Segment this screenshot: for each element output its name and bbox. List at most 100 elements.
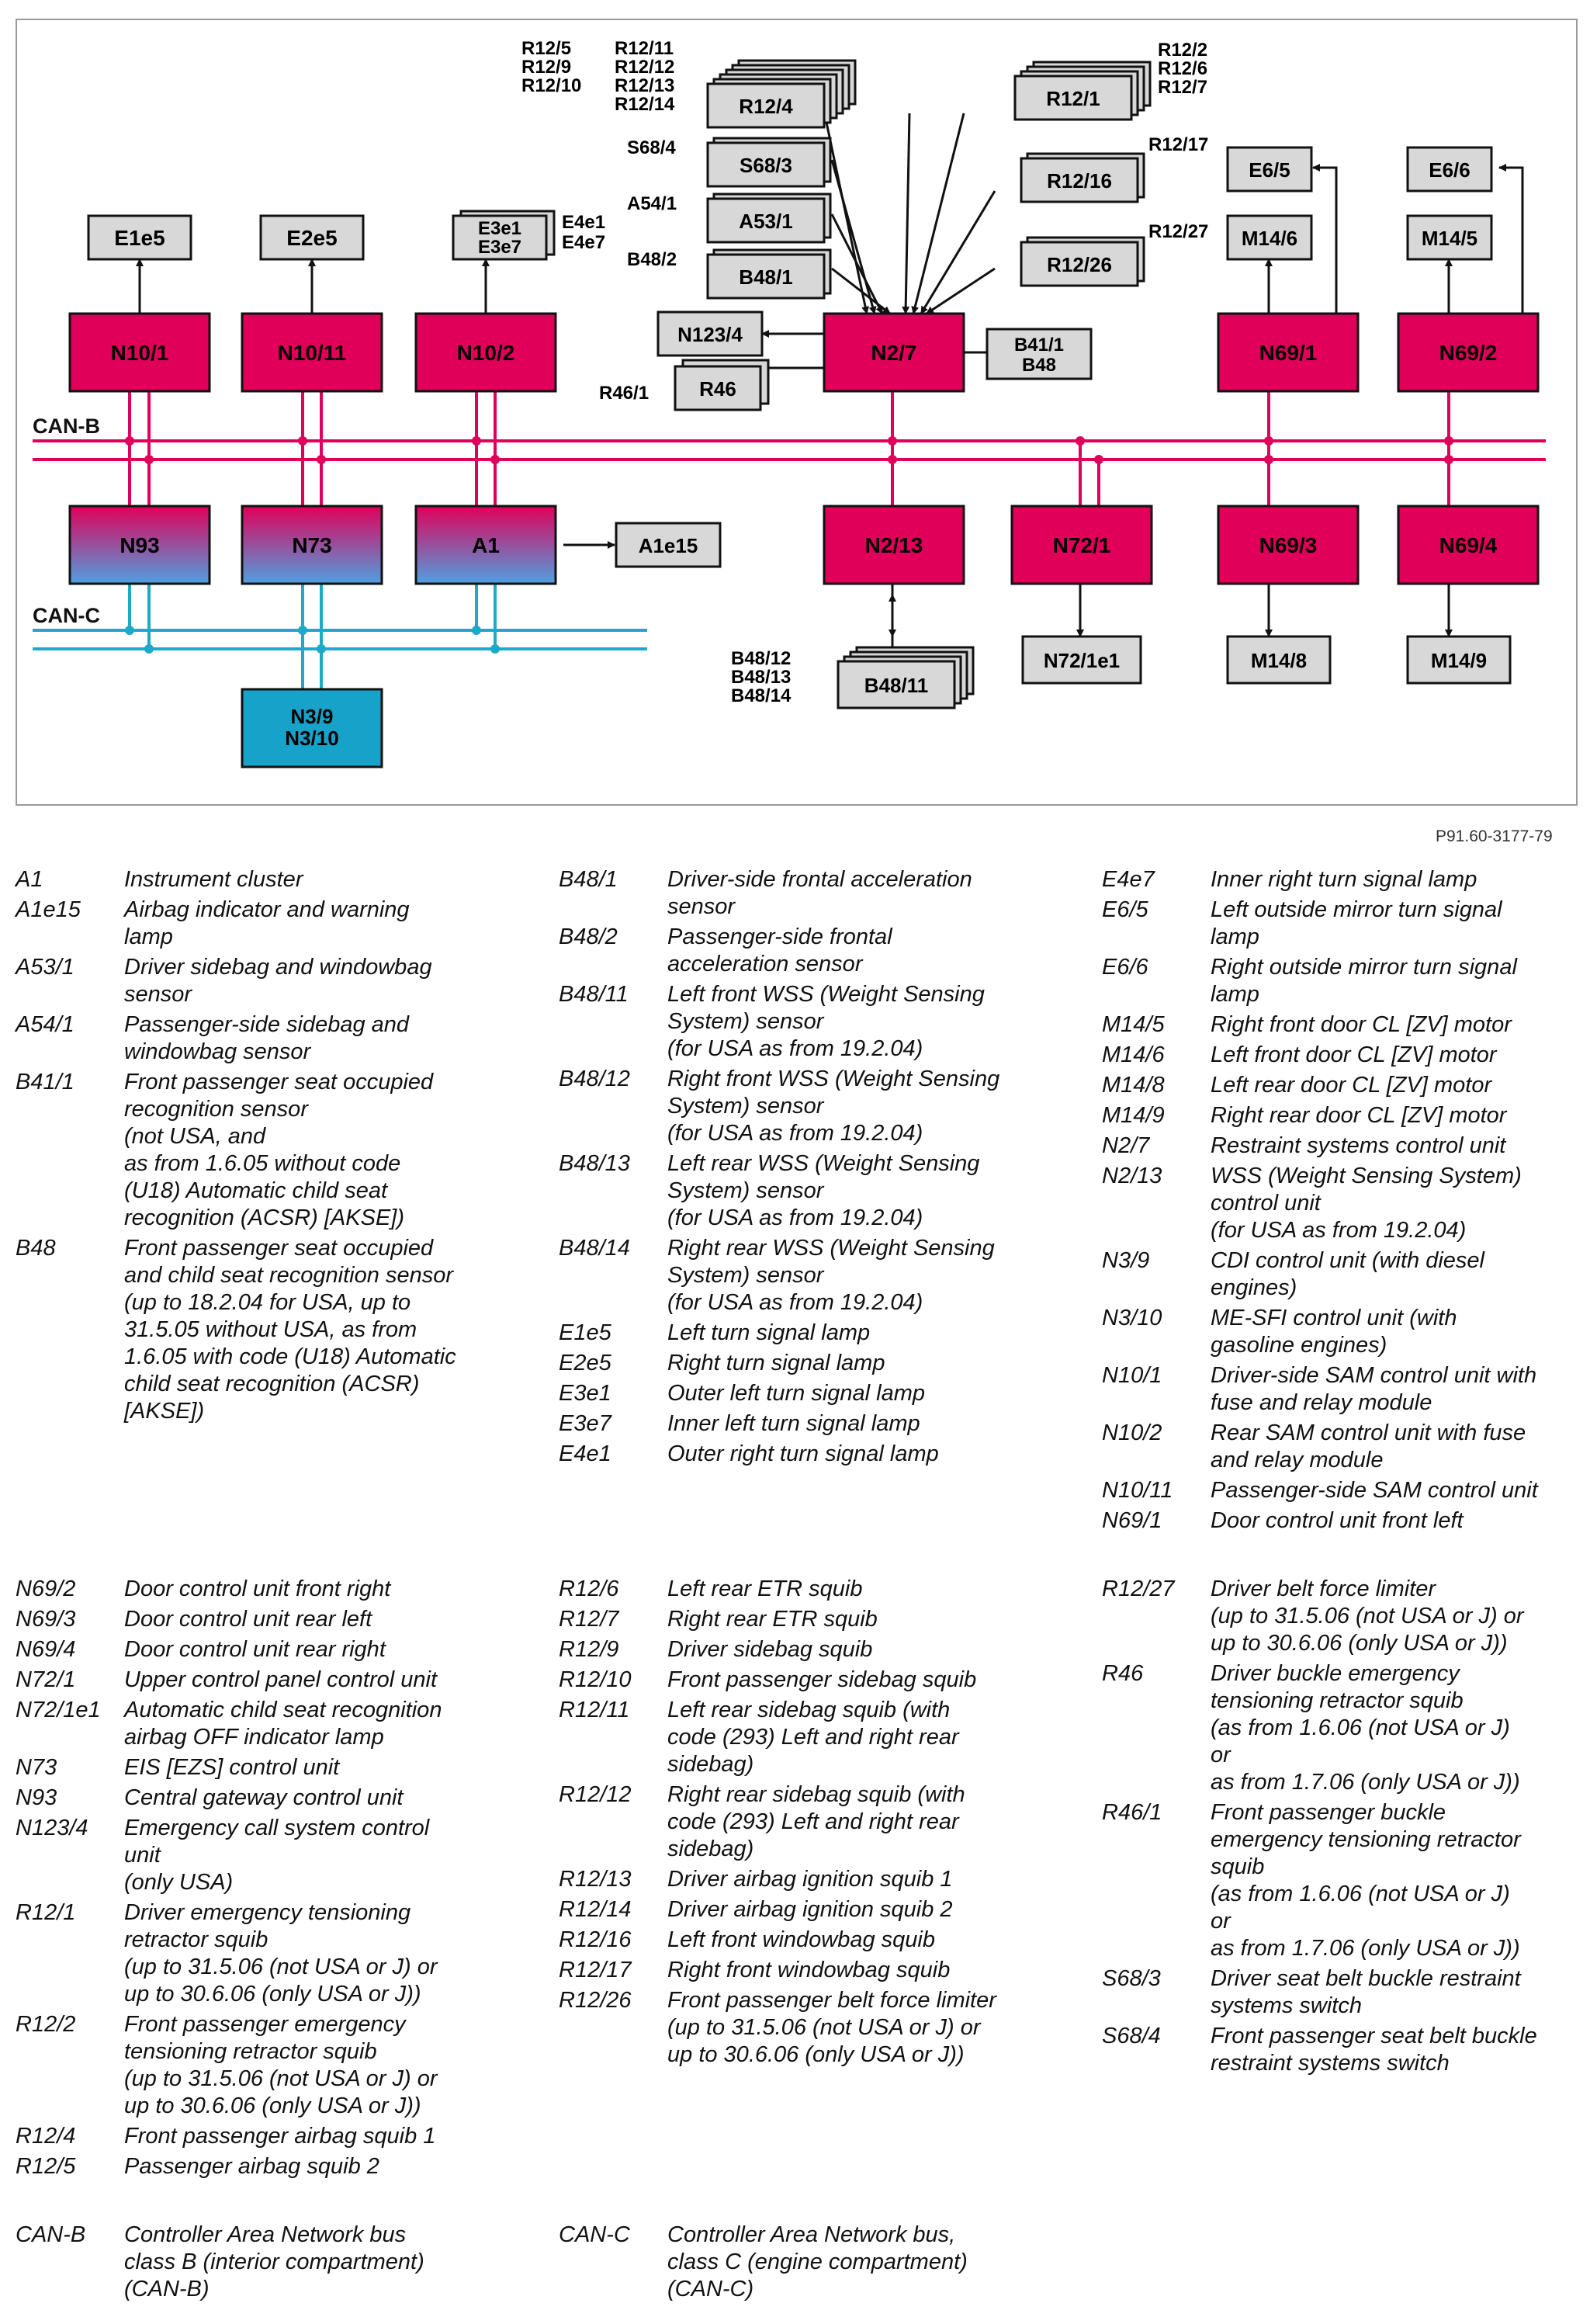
legend-description: Passenger-side frontal acceleration sens… xyxy=(667,924,892,976)
can-b-bus xyxy=(33,439,1546,461)
svg-text:N73: N73 xyxy=(292,533,331,557)
legend-code: N69/1 xyxy=(1102,1508,1162,1533)
legend-description: Left rear ETR squib xyxy=(667,1577,863,1601)
legend-code: N3/9 xyxy=(1102,1248,1150,1273)
legend-code: R12/27 xyxy=(1102,1577,1175,1601)
svg-text:E4e7: E4e7 xyxy=(562,232,605,253)
svg-text:R12/14: R12/14 xyxy=(615,94,675,115)
svg-text:R12/2: R12/2 xyxy=(1158,40,1207,61)
svg-text:N123/4: N123/4 xyxy=(677,323,743,346)
svg-text:B48/12: B48/12 xyxy=(731,648,791,669)
legend-description: Left front windowbag squib xyxy=(667,1927,935,1952)
control-unit-n93: N93 xyxy=(68,505,211,585)
svg-text:E4e1: E4e1 xyxy=(562,212,605,233)
component-b41-1-b48: B41/1 B48 xyxy=(986,328,1093,380)
legend-code: R12/11 xyxy=(559,1698,630,1722)
legend-description: Left rear sidebag squib (with code (293)… xyxy=(667,1698,959,1777)
legend-description: Right turn signal lamp xyxy=(667,1351,885,1375)
legend-code: B48/2 xyxy=(559,924,618,949)
legend-code: R12/17 xyxy=(559,1958,632,1982)
legend-description: Outer left turn signal lamp xyxy=(667,1381,926,1406)
svg-text:N69/4: N69/4 xyxy=(1439,533,1498,557)
component-m14-9: M14/9 xyxy=(1406,635,1512,685)
svg-text:E2e5: E2e5 xyxy=(286,226,337,250)
component-b48-1: B48/1 B48/2 xyxy=(627,248,832,300)
svg-text:B48/11: B48/11 xyxy=(864,674,928,697)
svg-text:R46/1: R46/1 xyxy=(599,383,649,404)
svg-text:A54/1: A54/1 xyxy=(627,193,677,214)
can-c-stubs xyxy=(128,584,497,689)
svg-text:E6/6: E6/6 xyxy=(1429,158,1470,182)
component-e2e5: E2e5 xyxy=(259,214,365,261)
component-e1e5: E1e5 xyxy=(87,214,192,261)
legend-code: N10/11 xyxy=(1102,1478,1173,1503)
component-e6-6: E6/6 xyxy=(1406,146,1493,193)
legend-code: E1e5 xyxy=(559,1320,611,1345)
legend-entry: R12/6 Left rear ETR squib xyxy=(559,1576,1063,1603)
legend-code: N69/2 xyxy=(16,1577,76,1601)
legend-code: R12/14 xyxy=(559,1897,632,1922)
legend-description: CDI control unit (with diesel engines) xyxy=(1211,1248,1484,1300)
legend-code: B48/13 xyxy=(559,1151,630,1176)
legend-code: E3e7 xyxy=(559,1411,611,1436)
svg-text:R12/27: R12/27 xyxy=(1148,221,1208,242)
component-n72-1e1: N72/1e1 xyxy=(1021,635,1142,685)
legend-description: Left turn signal lamp xyxy=(667,1320,871,1345)
svg-text:R12/17: R12/17 xyxy=(1148,134,1208,155)
legend-code: N2/7 xyxy=(1102,1133,1150,1158)
legend-code: R12/1 xyxy=(16,1900,76,1925)
svg-text:N69/3: N69/3 xyxy=(1259,533,1318,557)
legend-code: R12/12 xyxy=(559,1782,632,1807)
legend-description: Door control unit front left xyxy=(1211,1508,1464,1533)
svg-text:M14/9: M14/9 xyxy=(1431,649,1487,672)
network-diagram: CAN-B CAN-C E1e5 E2e5 xyxy=(16,19,1578,806)
figure-reference: P91.60-3177-79 xyxy=(1436,827,1553,845)
legend-code: B48/1 xyxy=(559,867,618,892)
component-m14-5: M14/5 xyxy=(1406,214,1493,261)
legend-entry: R12/11 Left rear sidebag squib (with code… xyxy=(559,1697,1063,1778)
svg-text:R12/5: R12/5 xyxy=(521,38,571,59)
legend-code: R12/6 xyxy=(559,1577,619,1601)
svg-text:R12/16: R12/16 xyxy=(1047,169,1112,193)
svg-text:M14/5: M14/5 xyxy=(1422,227,1477,250)
legend-entry: R12/16 Left front windowbag squib xyxy=(559,1927,1063,1954)
legend-description: Driver sidebag squib xyxy=(667,1637,873,1662)
svg-text:R12/12: R12/12 xyxy=(615,57,674,78)
svg-text:M14/6: M14/6 xyxy=(1242,227,1297,250)
legend-code: M14/6 xyxy=(1102,1042,1165,1067)
svg-text:B48/2: B48/2 xyxy=(627,249,677,270)
svg-text:E3e7: E3e7 xyxy=(478,237,521,258)
svg-text:M14/8: M14/8 xyxy=(1251,649,1307,672)
legend-code: N123/4 xyxy=(16,1816,88,1840)
legend-entry: N69/1 Door control unit front left xyxy=(1102,1507,1583,1535)
control-unit-a1: A1 xyxy=(414,505,557,585)
control-unit-n72-1: N72/1 xyxy=(1010,505,1153,585)
svg-text:R12/9: R12/9 xyxy=(521,57,571,78)
svg-text:N69/2: N69/2 xyxy=(1439,341,1498,365)
svg-text:S68/4: S68/4 xyxy=(627,137,676,158)
legend-code: R12/16 xyxy=(559,1927,632,1952)
legend-description: Controller Area Network bus, class C (en… xyxy=(667,2222,968,2301)
